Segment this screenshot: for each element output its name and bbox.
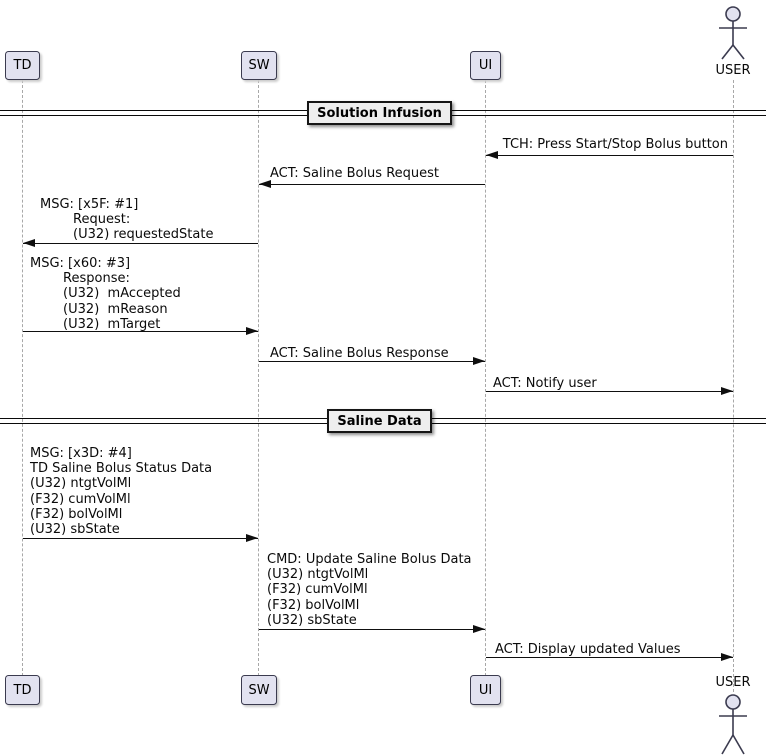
message-2-arrowhead <box>259 179 271 188</box>
message-6-label: ACT: Notify user <box>493 376 597 391</box>
message-3-arrowhead <box>23 238 35 247</box>
message-4-line <box>23 331 258 332</box>
message-7-arrowhead <box>246 533 258 542</box>
actor-user-bottom-label: USER <box>715 675 751 690</box>
message-8-arrowhead <box>473 624 485 633</box>
message-2-line <box>259 184 485 185</box>
participant-sw-bottom-label: SW <box>248 682 270 698</box>
message-9-arrowhead <box>721 652 733 661</box>
message-4-label: MSG: [x60: #3] Response: (U32) mAccepted… <box>30 256 181 332</box>
lifeline-sw <box>258 80 259 676</box>
participant-sw-top: SW <box>241 51 277 80</box>
divider-saline-data: Saline Data <box>327 409 432 433</box>
message-9-label: ACT: Display updated Values <box>495 642 681 657</box>
participant-ui-bottom: UI <box>470 675 501 705</box>
participant-ui-top: UI <box>470 51 501 80</box>
message-8-line <box>259 629 485 630</box>
participant-sw-top-label: SW <box>248 58 270 73</box>
message-1-label: TCH: Press Start/Stop Bolus button <box>502 137 728 152</box>
message-5-label: ACT: Saline Bolus Response <box>270 346 449 361</box>
message-8-label: CMD: Update Saline Bolus Data (U32) ntgt… <box>267 552 472 628</box>
participant-td-bottom-label: TD <box>13 682 32 698</box>
message-5-line <box>259 361 485 362</box>
message-7-line <box>23 538 258 539</box>
lifeline-td <box>22 80 23 676</box>
participant-ui-top-label: UI <box>478 58 493 73</box>
message-9-line <box>486 657 733 658</box>
participant-td-bottom: TD <box>5 675 40 705</box>
divider-solution-infusion-label: Solution Infusion <box>317 105 442 121</box>
message-4-arrowhead <box>246 326 258 335</box>
message-2-label: ACT: Saline Bolus Request <box>270 166 440 181</box>
actor-user-top-label: USER <box>715 63 751 78</box>
participant-td-top-label: TD <box>13 58 32 73</box>
participant-ui-bottom-label: UI <box>478 682 493 698</box>
message-3-label: MSG: [x5F: #1] Request: (U32) requestedS… <box>40 197 214 243</box>
lifeline-ui <box>485 80 486 676</box>
message-6-arrowhead <box>721 386 733 395</box>
lifeline-user <box>733 80 734 692</box>
message-3-line <box>23 243 258 244</box>
message-5-arrowhead <box>473 356 485 365</box>
participant-sw-bottom: SW <box>241 675 277 705</box>
participant-td-top: TD <box>5 51 40 80</box>
message-1-arrowhead <box>486 150 498 159</box>
message-6-line <box>486 391 733 392</box>
message-1-line <box>486 155 733 156</box>
message-7-label: MSG: [x3D: #4] TD Saline Bolus Status Da… <box>30 446 213 538</box>
actor-user-top-icon <box>719 6 747 60</box>
actor-user-bottom-icon <box>719 694 747 755</box>
divider-saline-data-label: Saline Data <box>337 413 422 429</box>
divider-solution-infusion: Solution Infusion <box>307 101 452 125</box>
